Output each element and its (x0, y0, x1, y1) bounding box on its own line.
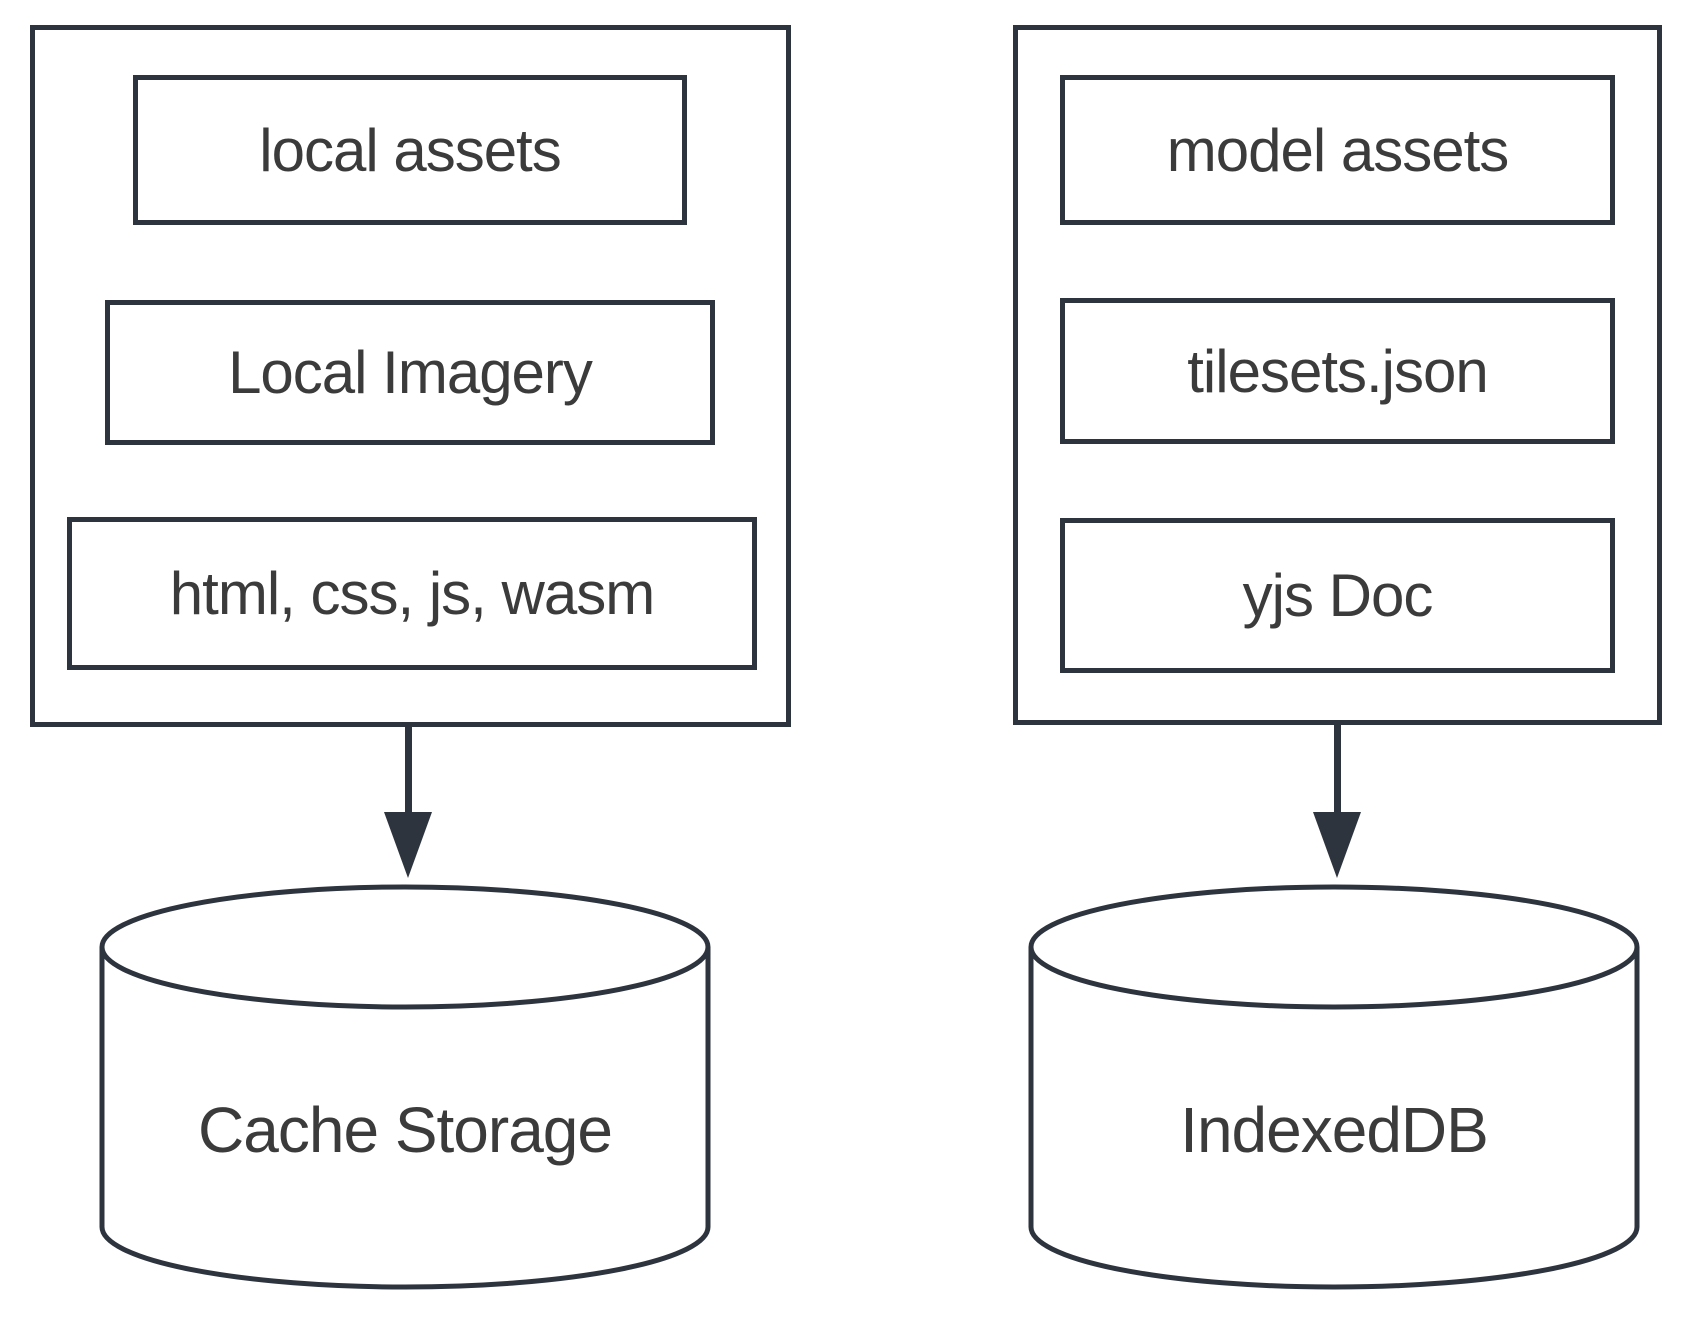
item-yjs-doc: yjs Doc (1060, 518, 1615, 673)
indexeddb-cylinder (1024, 881, 1644, 1293)
item-yjs-doc-label: yjs Doc (1242, 562, 1434, 629)
item-local-assets-label: local assets (259, 116, 561, 184)
down-arrow-icon (1313, 812, 1361, 878)
cache-storage-label: Cache Storage (198, 1094, 613, 1166)
database-cylinder-icon (1028, 884, 1640, 1290)
down-arrow-icon (384, 812, 432, 878)
item-local-imagery: Local Imagery (105, 300, 715, 445)
indexeddb-label: IndexedDB (1180, 1094, 1489, 1166)
item-local-imagery-label: Local Imagery (228, 339, 593, 406)
item-local-assets: local assets (133, 75, 687, 225)
item-model-assets-label: model assets (1166, 116, 1509, 184)
down-arrow-stem-right (1334, 725, 1341, 815)
item-tilesets-json: tilesets.json (1060, 298, 1615, 444)
item-html-css-js-wasm-label: html, css, js, wasm (169, 560, 655, 627)
item-html-css-js-wasm: html, css, js, wasm (67, 517, 757, 670)
cache-storage-cylinder (95, 881, 715, 1293)
item-tilesets-json-label: tilesets.json (1187, 337, 1488, 405)
down-arrow-stem-left (405, 727, 412, 815)
item-model-assets: model assets (1060, 75, 1615, 225)
database-cylinder-icon (99, 884, 711, 1290)
